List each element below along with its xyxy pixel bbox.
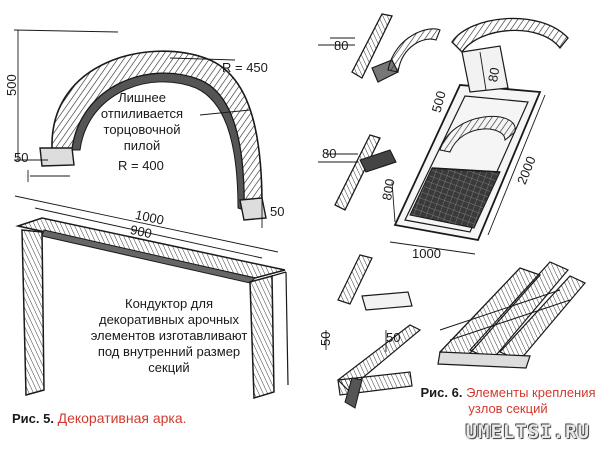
dim-side-2000: 2000 — [514, 154, 539, 186]
dim-r400: R = 400 — [118, 158, 164, 173]
arch-dimension-lines — [13, 29, 263, 228]
figure5-caption-text: Декоративная арка. — [57, 410, 187, 426]
arch-inner-face — [71, 72, 245, 211]
detail-top-joint — [318, 13, 441, 83]
dim-mid-80: 80 — [322, 146, 336, 161]
dim-bottom-1000: 1000 — [412, 246, 441, 261]
arch-cut-note: Лишнее отпиливается торцовочной пилой — [100, 90, 184, 153]
arch-right-end — [239, 197, 267, 221]
section-frame-drawing — [389, 84, 546, 255]
figure5-caption-number: Рис. 5. — [12, 411, 54, 426]
dim-mid-800: 800 — [379, 177, 398, 201]
arch-left-end — [39, 147, 75, 167]
figure5-caption: Рис. 5. Декоративная арка. — [12, 410, 187, 426]
detail-arch-segment — [451, 17, 569, 93]
figure6-caption: Рис. 6. Элементы крепления узлов секций — [420, 385, 596, 417]
frame-left-post — [21, 229, 45, 396]
frame-right-post — [249, 275, 275, 399]
figure6-caption-text: Элементы крепления узлов секций — [466, 385, 596, 416]
frame-top-inner — [41, 229, 256, 284]
dim-right-50: 50 — [270, 204, 284, 219]
dim-mid-500: 500 — [429, 89, 449, 114]
section-arch-insert — [439, 115, 516, 153]
dim-base-50: 50 — [14, 150, 28, 165]
dim-height-500: 500 — [4, 74, 19, 96]
dim-top-80: 80 — [334, 38, 348, 53]
dim-width-900: 900 — [129, 222, 153, 241]
site-watermark: UMELTSI.RU — [465, 421, 590, 443]
section-inner-frame — [404, 95, 529, 233]
frame-fixture — [14, 195, 289, 399]
dim-r450: R = 450 — [222, 60, 268, 75]
detail-middle-joint — [318, 134, 397, 211]
detail-rail-assembly — [437, 261, 586, 369]
detail-corner-joint — [325, 254, 422, 409]
dim-top-80b: 80 — [485, 66, 502, 83]
dim-low-50: 50 — [318, 332, 333, 346]
figure6-caption-number: Рис. 6. — [420, 385, 463, 400]
dim-low-50b: 50 — [386, 330, 400, 345]
dim-width-1000: 1000 — [134, 207, 165, 228]
frame-fixture-note: Кондуктор для декоративных арочных элеме… — [90, 296, 248, 375]
